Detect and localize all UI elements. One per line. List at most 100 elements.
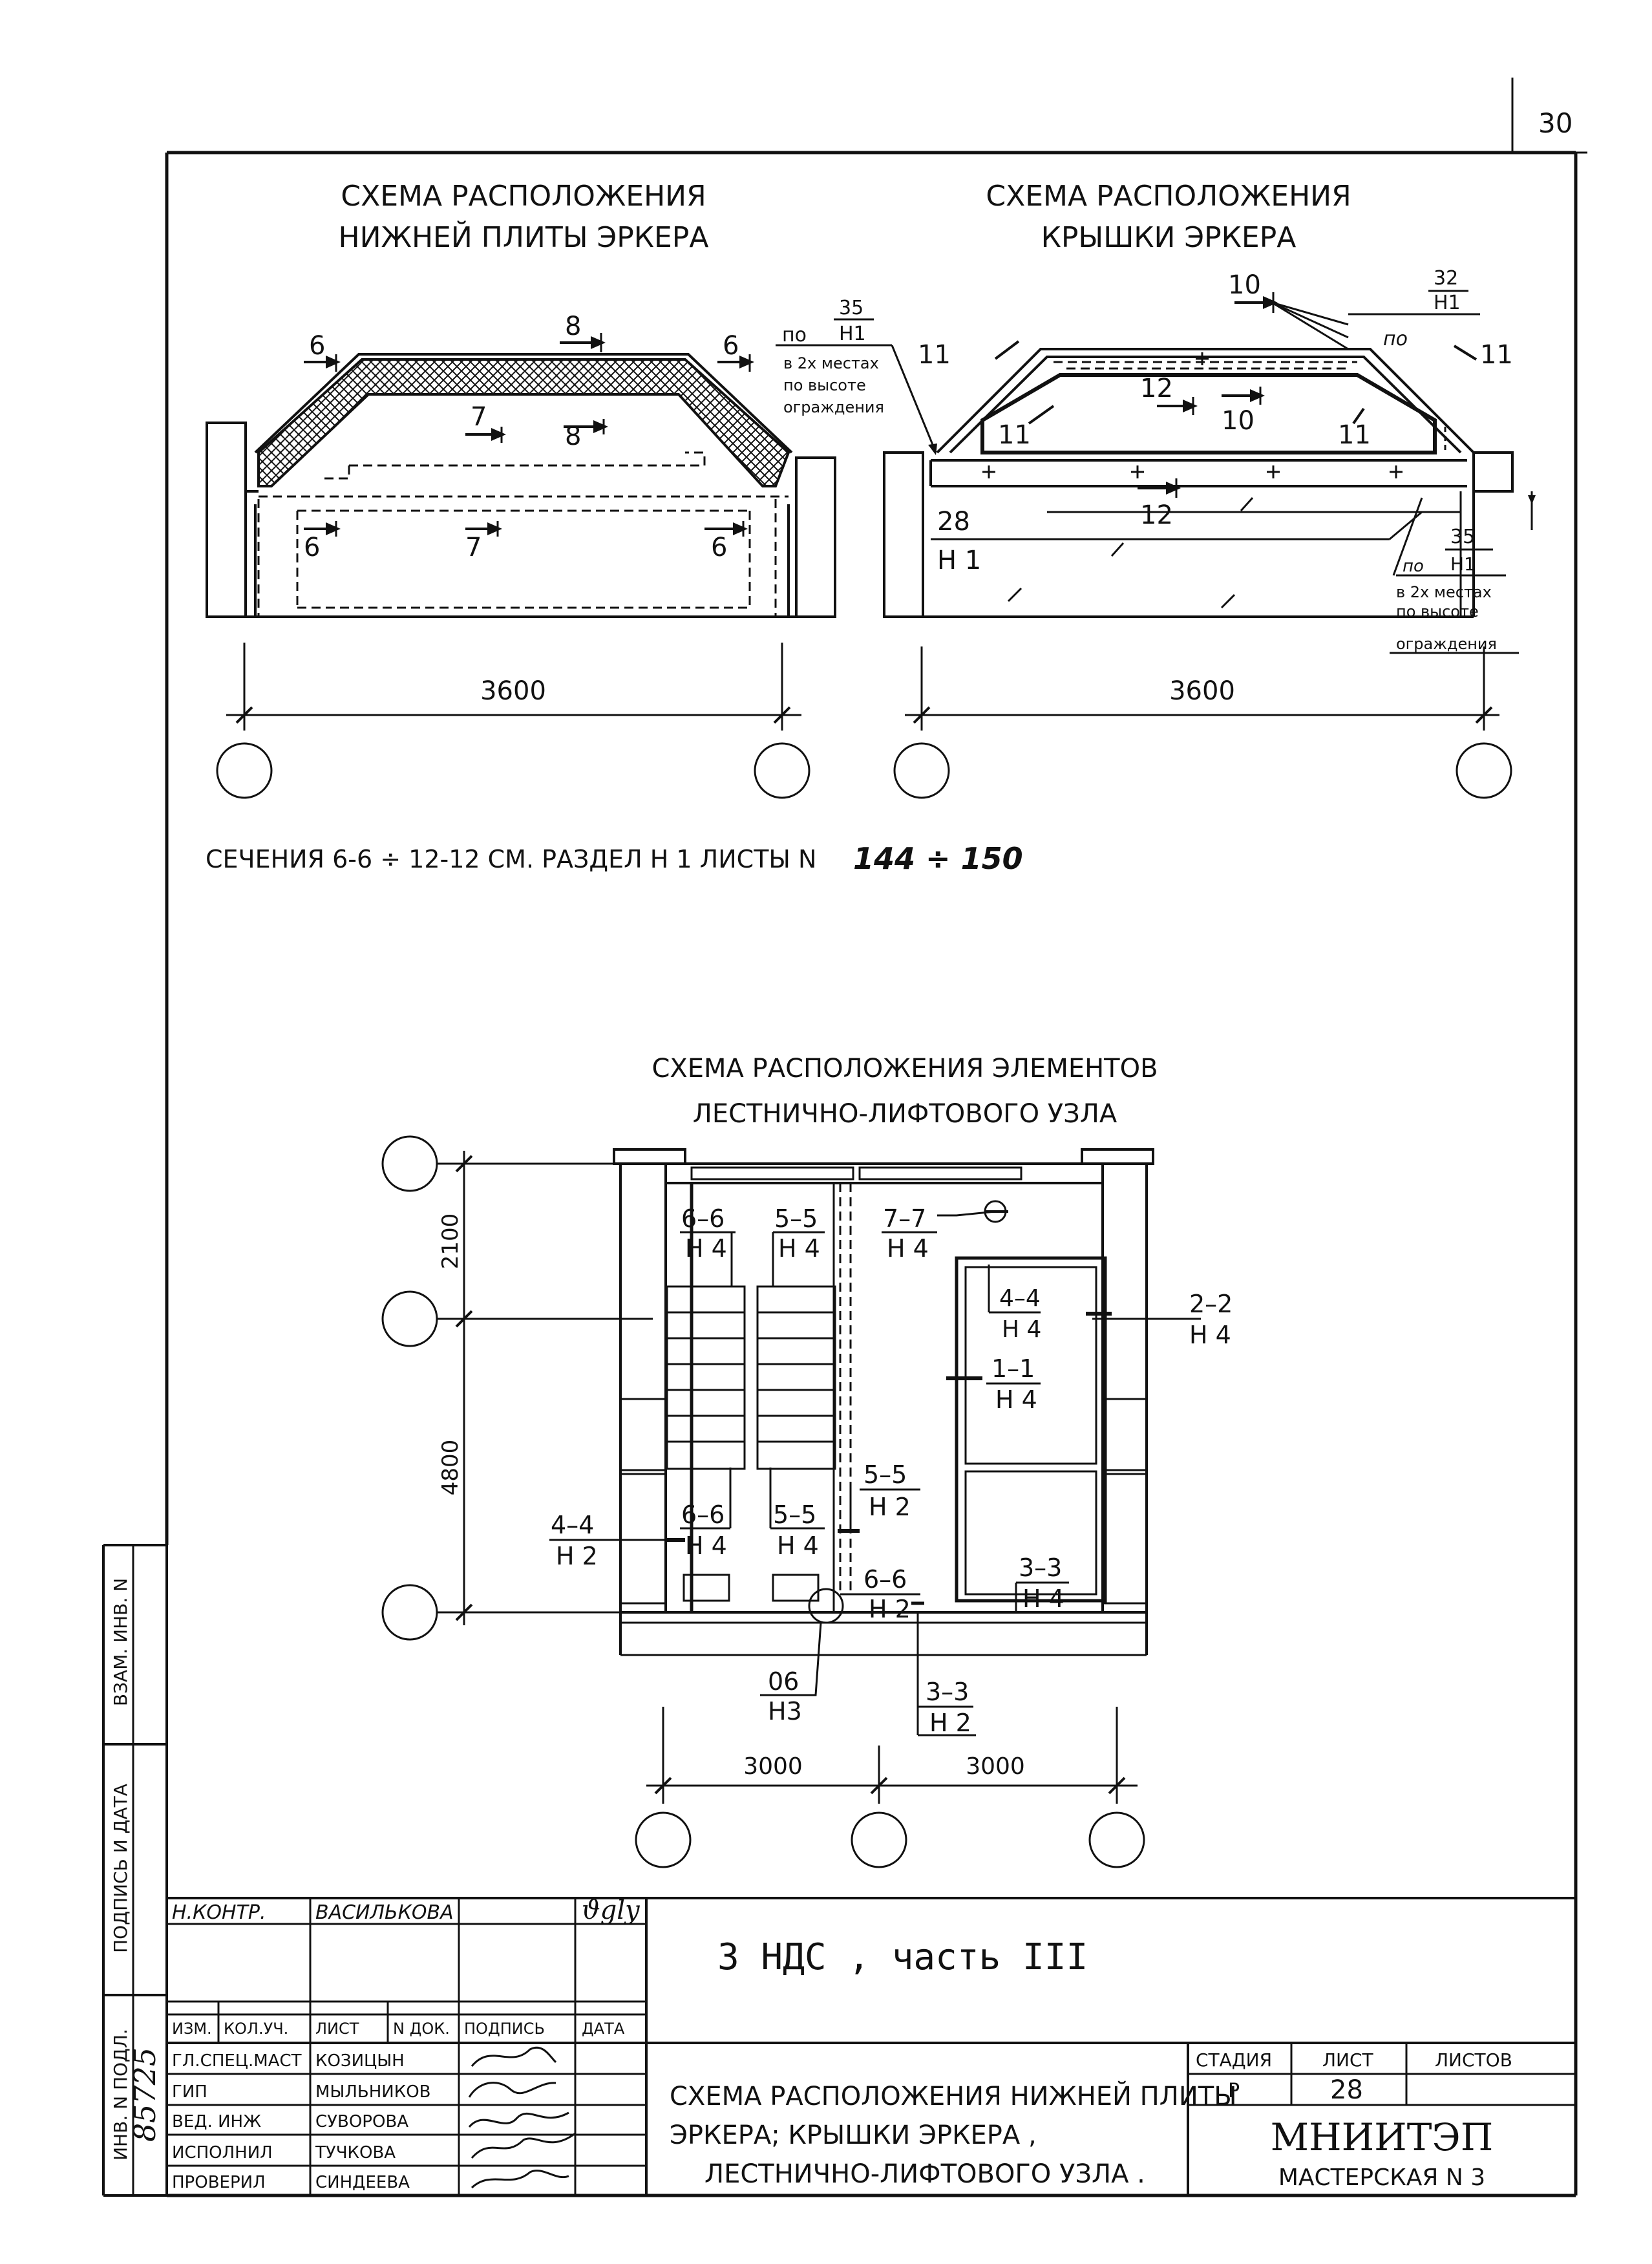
marker: 11 [998, 420, 1031, 450]
staff-name: СИНДЕЕВА [315, 2173, 410, 2192]
workshop: МАСТЕРСКАЯ N 3 [1278, 2164, 1485, 2191]
dim-3000: 3000 [743, 1753, 803, 1780]
ref-left-line-1: в 2х местах [783, 354, 879, 372]
callout-num: 6–6 [863, 1565, 907, 1594]
ref-right-den: Н1 [1450, 553, 1476, 575]
callout-num: 2–2 [1189, 1290, 1233, 1318]
lower-slab-title-2: НИЖНЕЙ ПЛИТЫ ЭРКЕРА [339, 220, 709, 254]
dimension-3600: 3600 [1169, 676, 1235, 706]
roof-title-1: СХЕМА РАСПОЛОЖЕНИЯ [986, 180, 1351, 213]
roof-drawing: СХЕМА РАСПОЛОЖЕНИЯ КРЫШКИ ЭРКЕРА [776, 180, 1536, 799]
marker: 11 [1338, 420, 1371, 450]
ref-right-line-1: в 2х местах [1396, 583, 1492, 601]
callout-den: Н 4 [1022, 1585, 1064, 1613]
lower-slab-drawing: СХЕМА РАСПОЛОЖЕНИЯ НИЖНЕЙ ПЛИТЫ ЭРКЕРА [206, 180, 836, 799]
ref-right-line-3: ограждения [1396, 635, 1497, 653]
callout-den: Н 4 [777, 1532, 819, 1560]
marker: 6 [309, 331, 325, 361]
staff-role: ВЕД. ИНЖ [172, 2112, 261, 2131]
marker: 7 [471, 402, 487, 432]
header-list: ЛИСТ [315, 2020, 359, 2038]
side-stamp [102, 1544, 168, 2197]
dimension-3600: 3600 [480, 676, 546, 706]
ref-right-num: 35 [1450, 526, 1475, 548]
callout-den: Н 4 [1002, 1316, 1041, 1343]
signature: ϑgly [582, 1896, 641, 1925]
callout-num: 5–5 [773, 1500, 816, 1529]
callout-den: Н 4 [995, 1385, 1037, 1414]
stamp-label-signature: ПОДПИСЬ И ДАТА [110, 1784, 131, 1953]
callout-num: 6–6 [681, 1204, 725, 1233]
callout-den: Н 2 [929, 1709, 971, 1737]
ref-left-prefix: по [782, 324, 807, 347]
staff-name: СУВОРОВА [315, 2112, 408, 2131]
ref-left-num: 35 [839, 297, 863, 319]
marker: 8 [565, 422, 581, 451]
ref-top-num: 32 [1434, 267, 1458, 290]
roof-title-2: КРЫШКИ ЭРКЕРА [1041, 221, 1297, 254]
sheets-label: ЛИСТОВ [1435, 2049, 1512, 2071]
sheet-title-3: ЛЕСТНИЧНО-ЛИФТОВОГО УЗЛА . [704, 2159, 1145, 2189]
ref-left-den: Н1 [839, 323, 866, 345]
callout-num: 4–4 [551, 1511, 594, 1539]
signatures [468, 2047, 576, 2189]
header-izm: ИЗМ. [172, 2020, 212, 2038]
stamp-label-inventory: ИНВ. N ПОДЛ. [110, 2029, 131, 2161]
sections-note: СЕЧЕНИЯ 6-6 ÷ 12-12 СМ. РАЗДЕЛ Н 1 ЛИСТЫ… [206, 845, 816, 873]
callout-num: 5–5 [863, 1460, 907, 1489]
stamp-label-interchange: ВЗАМ. ИНВ. N [110, 1578, 131, 1706]
callout-den: Н3 [768, 1697, 802, 1725]
project-name: 3 НДС , часть III [717, 1936, 1088, 1978]
staff-role: ГЛ.СПЕЦ.МАСТ [172, 2051, 302, 2071]
staff-role: ГИП [172, 2082, 207, 2102]
sheet-value: 28 [1330, 2075, 1363, 2105]
staff-name: ТУЧКОВА [315, 2143, 396, 2163]
stair-lift-drawing: СХЕМА РАСПОЛОЖЕНИЯ ЭЛЕМЕНТОВ ЛЕСТНИЧНО-Л… [381, 1054, 1233, 1868]
inventory-number: 85725 [127, 2047, 162, 2142]
callout-num: 3–3 [926, 1678, 969, 1706]
header-signature: ПОДПИСЬ [464, 2020, 545, 2038]
callout-num: 3–3 [1019, 1554, 1062, 1582]
header-ndoc: N ДОК. [393, 2020, 450, 2038]
marker: 7 [465, 533, 482, 562]
title-block [167, 1897, 1576, 2195]
staff-name: КОЗИЦЫН [315, 2051, 405, 2071]
ref-left-line-2: по высоте [783, 376, 866, 394]
stage-label: СТАДИЯ [1196, 2049, 1272, 2071]
staff-name: МЫЛЬНИКОВ [315, 2082, 431, 2102]
stair-title-1: СХЕМА РАСПОЛОЖЕНИЯ ЭЛЕМЕНТОВ [651, 1054, 1158, 1084]
ref-right-prefix: по [1403, 557, 1424, 576]
callout-num: 1–1 [991, 1354, 1035, 1383]
callout-den: Н 2 [869, 1493, 911, 1521]
sheet-title-1: СХЕМА РАСПОЛОЖЕНИЯ НИЖНЕЙ ПЛИТЫ [670, 2080, 1236, 2111]
callout-den: Н 4 [685, 1532, 727, 1560]
dim-3000: 3000 [966, 1753, 1025, 1780]
callout-den: Н 4 [1189, 1321, 1231, 1349]
sheet-frame [165, 78, 1587, 2197]
callout-den: Н 4 [685, 1234, 727, 1263]
header-kolvo: КОЛ.УЧ. [224, 2020, 288, 2038]
callout-num: 4–4 [999, 1285, 1041, 1312]
marker: 6 [711, 533, 727, 562]
callout-den: Н 4 [778, 1234, 820, 1263]
callout-den: Н 4 [887, 1234, 929, 1263]
dim-4800: 4800 [438, 1440, 463, 1496]
callout-den: Н 2 [556, 1542, 598, 1570]
ref-right-line-2: по высоте [1396, 603, 1479, 621]
norm-control-label: Н.КОНТР. [172, 1901, 266, 1924]
staff-role: ПРОВЕРИЛ [172, 2173, 266, 2192]
callout-num: 6–6 [681, 1500, 725, 1529]
sheet-label: ЛИСТ [1322, 2049, 1374, 2071]
ref-bottom-left-den: Н 1 [937, 546, 981, 575]
marker: 10 [1228, 270, 1261, 300]
marker: 12 [1140, 374, 1173, 403]
marker: 8 [565, 312, 581, 341]
callout-num: 06 [768, 1667, 799, 1696]
header-date: ДАТА [582, 2020, 625, 2038]
norm-control-name: ВАСИЛЬКОВА [315, 1901, 454, 1924]
marker: 6 [723, 331, 739, 361]
sheet-corner-number: 30 [1538, 107, 1573, 139]
ref-top-den: Н1 [1434, 292, 1461, 314]
lower-slab-title-1: СХЕМА РАСПОЛОЖЕНИЯ [341, 180, 706, 213]
